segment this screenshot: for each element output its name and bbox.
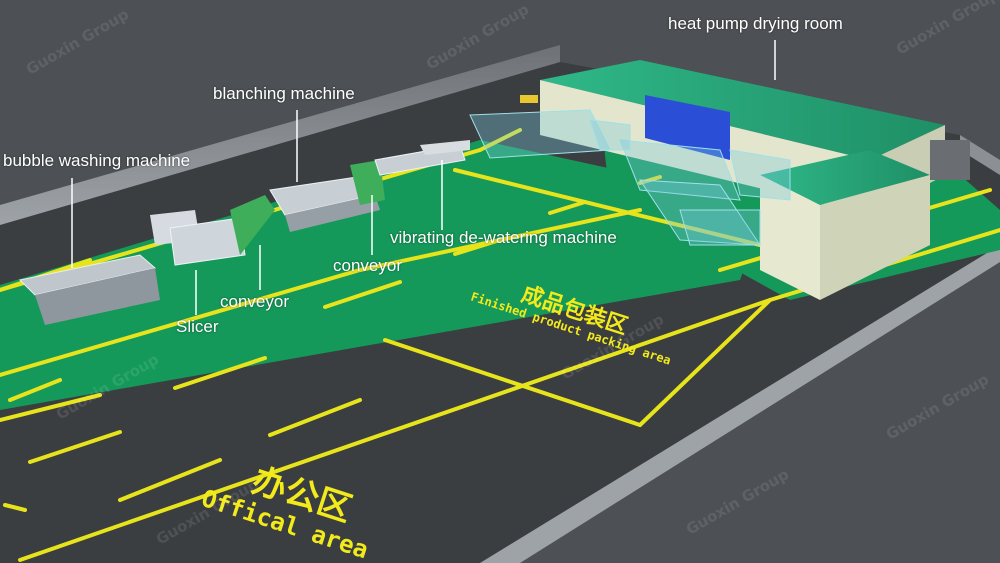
label-conveyor-upper: conveyor — [333, 256, 402, 275]
label-slicer: Slicer — [176, 317, 219, 336]
label-leader-lines — [71, 40, 776, 315]
heat-pump-drying-room — [520, 60, 970, 300]
drying-room-door — [645, 95, 730, 160]
label-heat-pump-drying-room: heat pump drying room — [668, 14, 843, 33]
label-vibrating-dewatering-machine: vibrating de-watering machine — [390, 228, 617, 247]
lane-dashes — [28, 175, 662, 502]
right-side-wall — [480, 245, 1000, 563]
back-wall — [0, 45, 560, 225]
label-blanching-machine: blanching machine — [213, 84, 355, 103]
processing-machines — [18, 140, 470, 325]
drying-racks — [469, 109, 791, 246]
label-conveyor-lower: conveyor — [220, 292, 289, 311]
label-bubble-washing-machine: bubble washing machine — [3, 151, 191, 170]
